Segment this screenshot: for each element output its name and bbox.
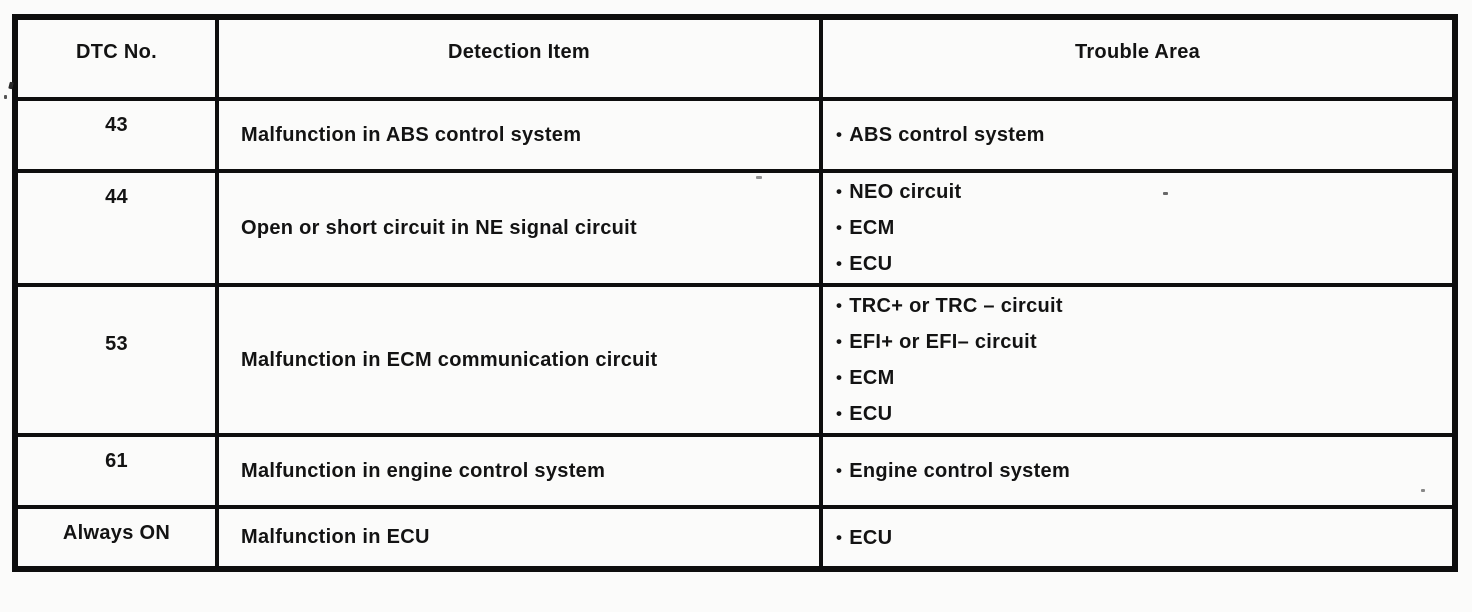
bullet-icon: •	[836, 254, 843, 273]
scan-speck	[1163, 192, 1168, 195]
dtc-no-cell: 43	[13, 97, 219, 173]
trouble-area-cell: • NEO circuit • ECM • ECU	[819, 169, 1457, 287]
trouble-area-entry: • NEO circuit	[836, 174, 1444, 210]
trouble-area-cell: • Engine control system	[819, 433, 1457, 509]
trouble-area-text: ECM	[849, 367, 895, 389]
column-header-trouble-area: Trouble Area	[819, 15, 1457, 101]
trouble-area-text: EFI+ or EFI– circuit	[849, 331, 1037, 353]
trouble-area-cell: • ECU	[819, 505, 1457, 571]
detection-item-cell: Open or short circuit in NE signal circu…	[215, 169, 823, 287]
trouble-area-entry: • Engine control system	[836, 453, 1444, 489]
trouble-area-entry: • EFI+ or EFI– circuit	[836, 324, 1444, 360]
trouble-area-entry: • ECM	[836, 360, 1444, 396]
trouble-area-entry: • ECU	[836, 520, 1444, 556]
bullet-icon: •	[836, 332, 843, 351]
bullet-icon: •	[836, 527, 843, 547]
scan-speck	[4, 95, 7, 99]
bullet-icon: •	[836, 404, 843, 423]
trouble-area-text: ECU	[849, 253, 893, 275]
detection-item-cell: Malfunction in ECM communication circuit	[215, 283, 823, 437]
dtc-no-cell: Always ON	[13, 505, 219, 571]
trouble-area-entry: • ECU	[836, 246, 1444, 282]
trouble-area-text: ECU	[849, 526, 893, 549]
trouble-area-entry: • TRC+ or TRC – circuit	[836, 288, 1444, 324]
trouble-area-cell: • ABS control system	[819, 97, 1457, 173]
trouble-area-text: ECU	[849, 403, 893, 425]
detection-item-cell: Malfunction in engine control system	[215, 433, 823, 509]
trouble-area-entry: • ECM	[836, 210, 1444, 246]
scan-speck	[756, 176, 762, 179]
trouble-area-text: ABS control system	[849, 124, 1045, 146]
bullet-icon: •	[836, 368, 843, 387]
column-header-dtc-no: DTC No.	[13, 15, 219, 101]
scan-speck	[1421, 489, 1425, 492]
trouble-area-text: Engine control system	[849, 460, 1071, 482]
detection-item-cell: Malfunction in ECU	[215, 505, 823, 571]
dtc-no-cell: 44	[13, 169, 219, 287]
trouble-area-text: NEO circuit	[849, 181, 962, 203]
trouble-area-entry: • ABS control system	[836, 117, 1444, 153]
bullet-icon: •	[836, 125, 843, 144]
header-row: DTC No. Detection Item Trouble Area	[13, 15, 1457, 101]
bullet-icon: •	[836, 461, 843, 480]
bullet-icon: •	[836, 296, 843, 315]
trouble-area-entry: • ECU	[836, 396, 1444, 432]
dtc-no-cell: 61	[13, 433, 219, 509]
bullet-icon: •	[836, 218, 843, 237]
bullet-icon: •	[836, 182, 843, 201]
trouble-area-cell: • TRC+ or TRC – circuit • EFI+ or EFI– circ…	[819, 283, 1457, 437]
column-header-detection-item: Detection Item	[215, 15, 823, 101]
dtc-no-cell: 53	[13, 283, 219, 437]
detection-item-cell: Malfunction in ABS control system	[215, 97, 823, 173]
trouble-area-text: TRC+ or TRC – circuit	[849, 295, 1063, 317]
trouble-area-text: ECM	[849, 217, 895, 239]
